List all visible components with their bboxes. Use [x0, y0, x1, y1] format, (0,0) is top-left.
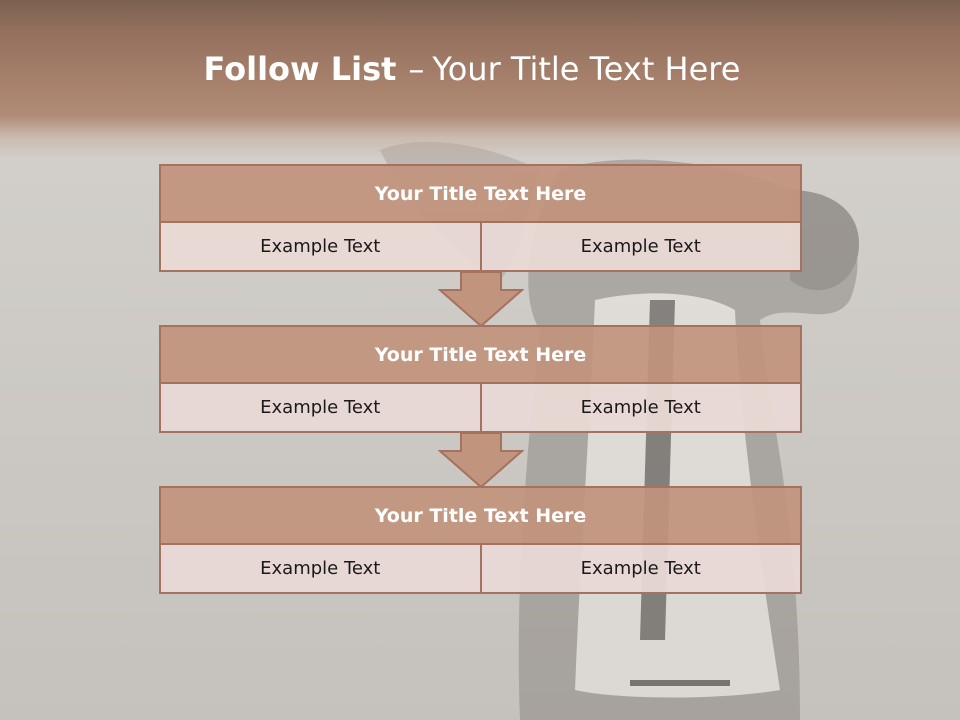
list-block-2: Your Title Text Here Example Text Exampl… [159, 325, 802, 433]
block-row: Example Text Example Text [161, 384, 800, 431]
slide-title: Follow List–Your Title Text Here [0, 50, 944, 88]
header-band [0, 0, 960, 160]
block-cell-left: Example Text [161, 384, 480, 431]
down-arrow-icon [438, 433, 524, 489]
block-row: Example Text Example Text [161, 545, 800, 592]
slide-title-rest: Your Title Text Here [432, 50, 741, 88]
block-cell-right: Example Text [479, 223, 800, 270]
down-arrow-icon [438, 272, 524, 328]
block-cell-right: Example Text [479, 384, 800, 431]
slide-title-bold: Follow List [203, 50, 397, 88]
list-block-1: Your Title Text Here Example Text Exampl… [159, 164, 802, 272]
block-cell-left: Example Text [161, 545, 480, 592]
block-title: Your Title Text Here [161, 488, 800, 545]
block-title: Your Title Text Here [161, 327, 800, 384]
block-row: Example Text Example Text [161, 223, 800, 270]
block-cell-left: Example Text [161, 223, 480, 270]
block-title: Your Title Text Here [161, 166, 800, 223]
slide-title-separator: – [408, 50, 425, 88]
block-cell-right: Example Text [479, 545, 800, 592]
list-block-3: Your Title Text Here Example Text Exampl… [159, 486, 802, 594]
